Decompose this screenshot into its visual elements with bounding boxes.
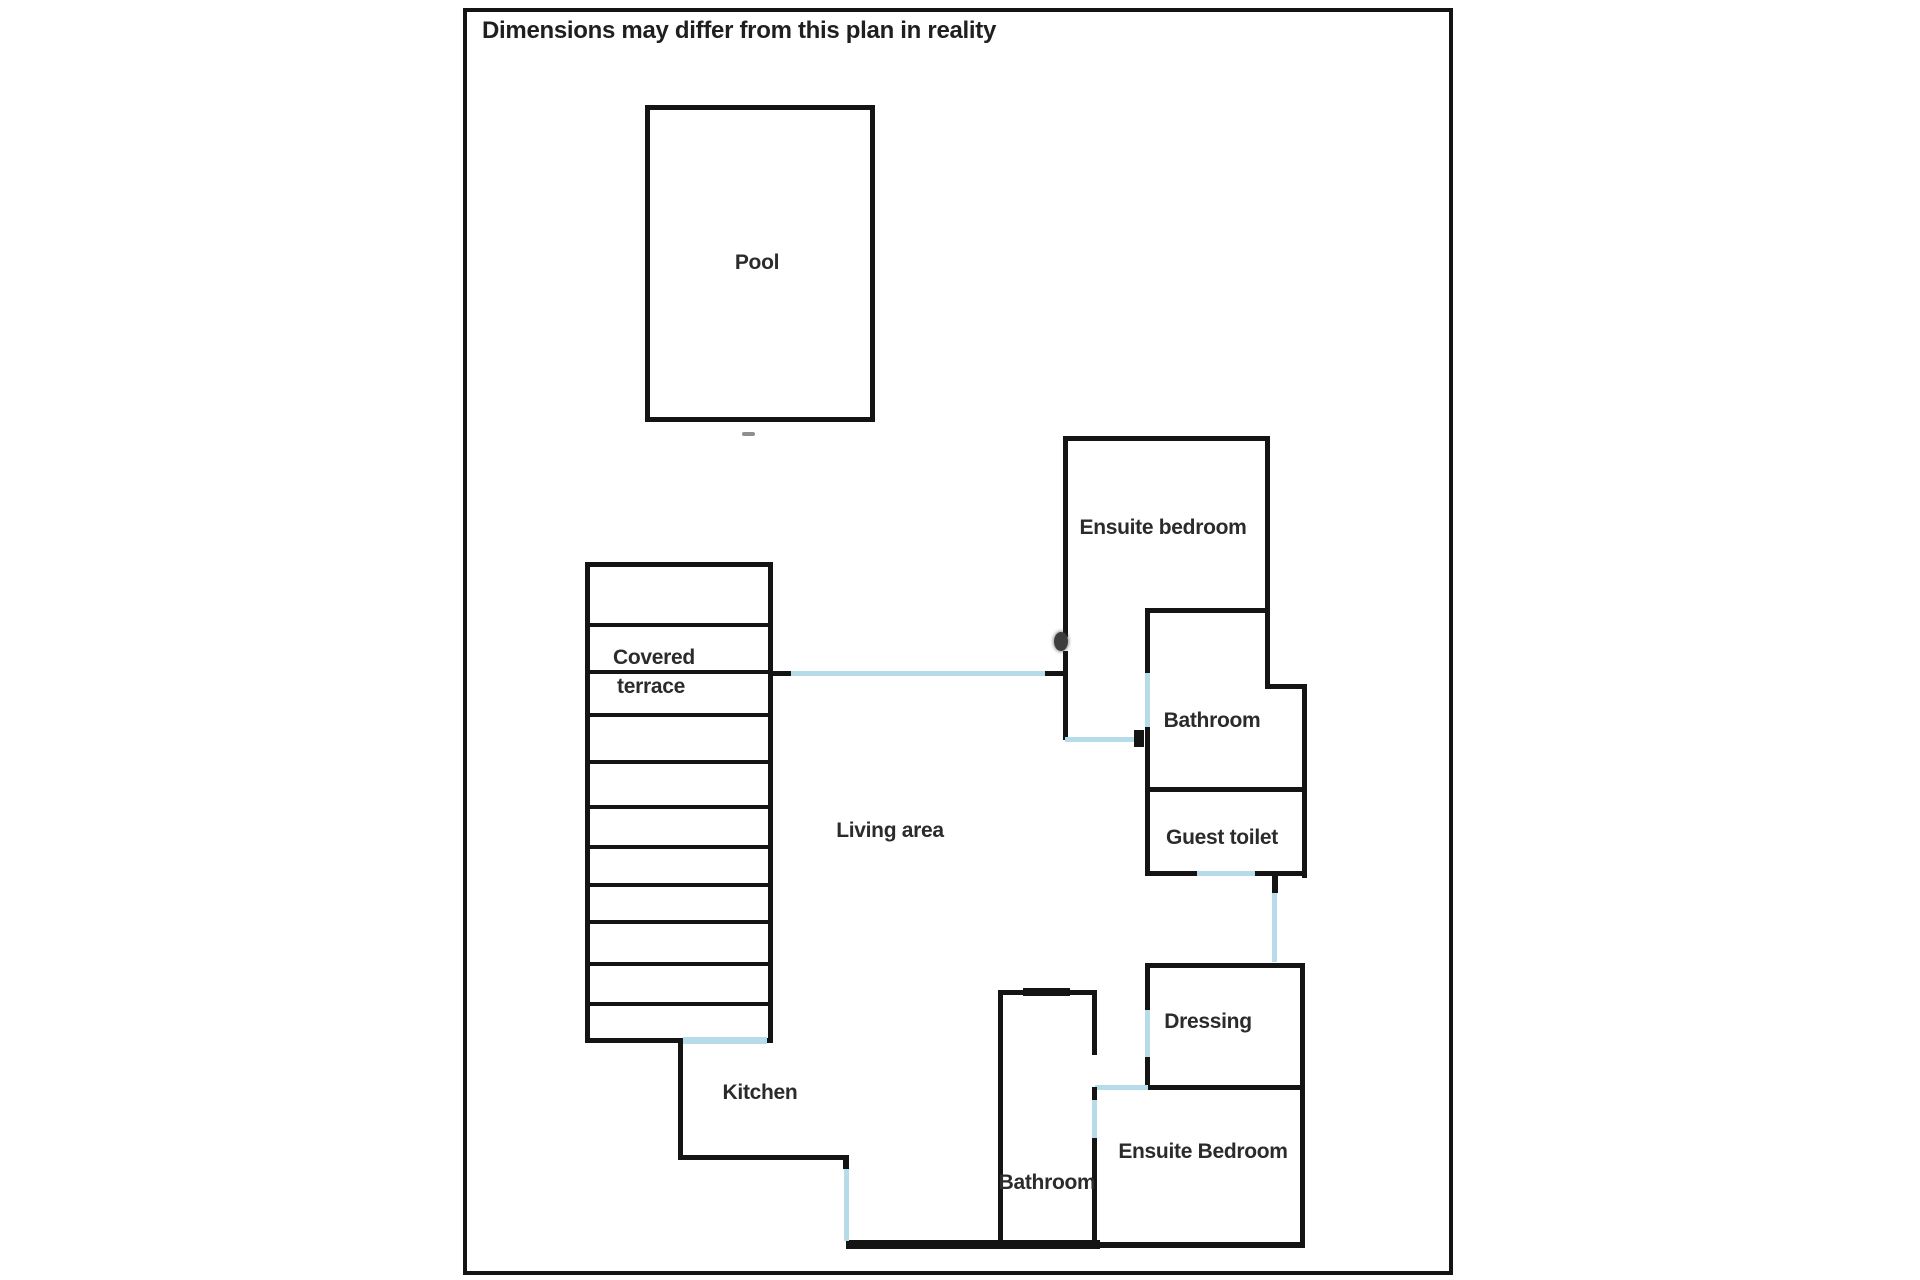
ensuite-bedroom-top-label: Ensuite bedroom <box>1079 516 1247 539</box>
terrace-kitchen-door <box>683 1037 767 1044</box>
pool-mark <box>742 432 755 436</box>
terrace-slat <box>585 805 772 809</box>
east-wall-dressing-bedroom <box>1300 963 1305 1247</box>
living-area-label: Living area <box>836 819 944 842</box>
bathroom-toilet-divider <box>1145 787 1307 792</box>
east-wall-bathroom-toilet <box>1302 684 1307 878</box>
terrace-slat <box>585 623 772 627</box>
bathroom-jog-wall <box>1265 684 1307 689</box>
east-recess-glass-door <box>1272 893 1277 962</box>
living-area-glass-opening <box>791 671 1045 676</box>
guest-toilet-door <box>1197 871 1255 876</box>
pool-label: Pool <box>734 251 780 274</box>
dressing-label: Dressing <box>1164 1010 1252 1033</box>
terrace-label-line2: terrace <box>617 675 685 698</box>
ensuite-top-wall-west-lower <box>1063 651 1068 740</box>
terrace-slat <box>585 1002 772 1006</box>
south-wall-thick <box>846 1240 1100 1249</box>
wall-smudge-mark <box>1054 632 1068 651</box>
north-wall-stub-left <box>772 671 791 676</box>
terrace-slat <box>585 883 772 887</box>
guest-toilet-south-wall-right <box>1255 871 1307 876</box>
kitchen-label: Kitchen <box>722 1081 798 1104</box>
bathroom-top-door <box>1145 673 1150 727</box>
entrance-door <box>844 1169 849 1241</box>
terrace-slat <box>585 845 772 849</box>
bathroom-bottom-wall-north-thick <box>1023 988 1070 996</box>
entrance-corner-stub <box>843 1155 849 1169</box>
bedroom-bottom-wall-south <box>1100 1242 1305 1248</box>
guest-toilet-label: Guest toilet <box>1166 826 1278 849</box>
ensuite-passage-door-stop <box>1134 730 1144 747</box>
east-recess-stub <box>1272 874 1278 893</box>
bathroom-bottom-wall-east-upper <box>1092 990 1097 1055</box>
bathroom-top-label: Bathroom <box>1163 709 1261 732</box>
ensuite-top-wall-east <box>1265 436 1270 689</box>
terrace-wall-bottom <box>585 1038 773 1043</box>
kitchen-wall-south <box>678 1155 848 1160</box>
terrace-slat <box>585 670 772 674</box>
north-wall-stub-right <box>1045 671 1065 676</box>
dressing-wall-north <box>1148 963 1305 968</box>
pool-outline <box>645 105 875 422</box>
ensuite-top-wall-north <box>1063 436 1270 441</box>
terrace-slat <box>585 760 772 764</box>
plan-disclaimer: Dimensions may differ from this plan in … <box>482 17 997 44</box>
dressing-wall-west-upper <box>1145 963 1150 1010</box>
ensuite-passage-door <box>1065 737 1140 742</box>
plan-border <box>463 8 1453 1275</box>
dressing-wall-west-lower <box>1145 1057 1150 1090</box>
ensuite-top-wall-west-upper <box>1063 436 1068 637</box>
bathroom-top-wall-north <box>1145 608 1270 613</box>
kitchen-wall-west <box>678 1042 683 1160</box>
bathroom-top-wall-west-upper <box>1145 608 1150 673</box>
dressing-wall-south <box>1145 1085 1305 1090</box>
bathroom-bottom-label: Bathroom <box>998 1171 1096 1194</box>
terrace-wall-left <box>585 562 590 1043</box>
bathroom-bottom-wall-east-stub <box>1092 1087 1097 1100</box>
bathroom-bedroom-door <box>1092 1100 1097 1138</box>
guest-toilet-south-wall-left <box>1145 871 1197 876</box>
ensuite-bedroom-bottom-label: Ensuite Bedroom <box>1118 1140 1288 1163</box>
bedroom-bottom-entry-door <box>1095 1085 1148 1090</box>
terrace-slat <box>585 920 772 924</box>
bathroom-bottom-wall-east-lower <box>1092 1138 1097 1248</box>
dressing-door <box>1145 1010 1150 1057</box>
bathroom-bottom-wall-west <box>998 990 1003 1248</box>
terrace-wall-top <box>585 562 772 567</box>
terrace-wall-right <box>768 562 773 1043</box>
bathroom-top-wall-west-lower <box>1145 727 1150 876</box>
terrace-slat <box>585 962 772 966</box>
terrace-label-line1: Covered <box>613 646 695 669</box>
terrace-slat <box>585 713 772 717</box>
